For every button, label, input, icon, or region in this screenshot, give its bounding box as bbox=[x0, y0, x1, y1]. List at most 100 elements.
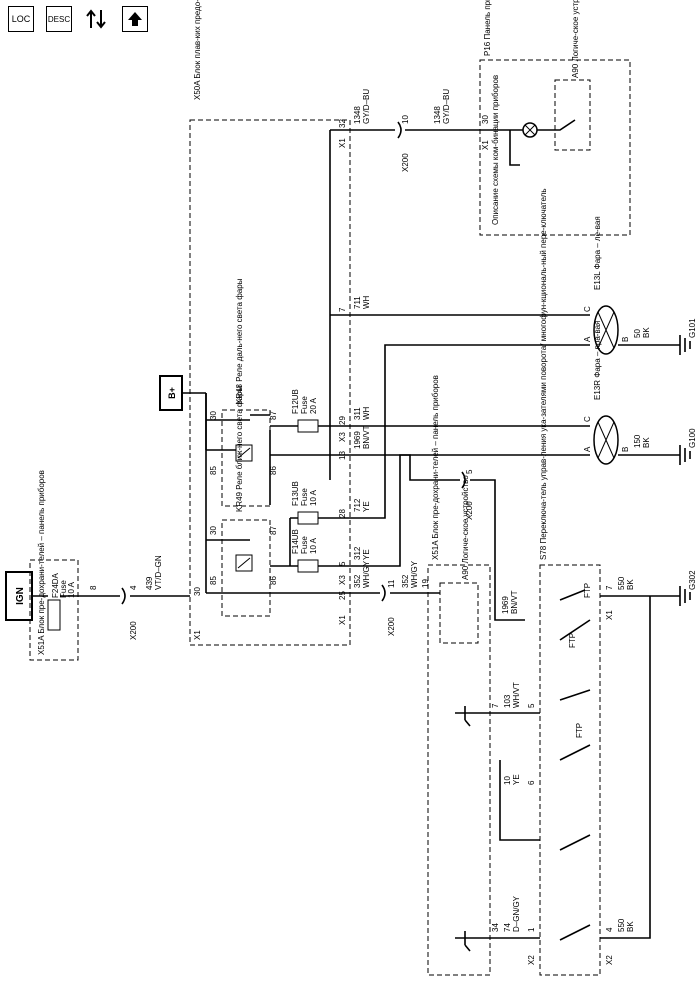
w439-num: 439 bbox=[145, 576, 154, 590]
w550-col-b: BK bbox=[626, 921, 635, 932]
kr48-switch bbox=[250, 414, 271, 505]
bus-left bbox=[205, 393, 250, 593]
ftp-label-1: FTP bbox=[583, 583, 592, 598]
pin-34: 34 bbox=[491, 923, 500, 932]
pin-32: 32 bbox=[338, 119, 347, 128]
conn-x200-c: X200 bbox=[465, 501, 474, 520]
w74-col: D–GN/GY bbox=[512, 895, 521, 932]
f12ub-amp: 20 A bbox=[309, 397, 318, 414]
s78-switch-contacts: FTP FTP FTP bbox=[559, 583, 592, 941]
pin-30-left: 30 bbox=[193, 587, 202, 596]
e13r-pin-a: A bbox=[583, 446, 592, 452]
kr48-title: KR48 Реле даль-него света фары bbox=[235, 278, 244, 404]
pin-5: 5 bbox=[338, 561, 347, 566]
x51a-top-box bbox=[29, 559, 79, 661]
arrows-up-down-icon[interactable] bbox=[84, 6, 110, 32]
f12ub-name: F12UB bbox=[291, 389, 300, 414]
pin-25: 25 bbox=[338, 591, 347, 600]
arrow-up-icon[interactable] bbox=[122, 6, 148, 32]
pin-7-top: 7 bbox=[338, 307, 347, 312]
w150-num: 150 bbox=[633, 434, 642, 448]
wire-ref bbox=[509, 130, 520, 166]
w352-num-b: 352 bbox=[401, 574, 410, 588]
indicator-x bbox=[524, 124, 536, 136]
ground-g302-icon bbox=[679, 586, 691, 606]
fuse-f24da-name: F24DA bbox=[51, 572, 60, 598]
conn-x1-s78: X1 bbox=[605, 610, 614, 620]
w1969-num-a: 1969 bbox=[353, 431, 362, 449]
x50a-box bbox=[189, 119, 351, 646]
p16-box bbox=[479, 59, 631, 236]
ground-g100-icon bbox=[679, 445, 691, 465]
conn-x2-right: X2 bbox=[605, 955, 614, 965]
w1969-num-b: 1969 bbox=[501, 596, 510, 614]
kr49-title: KR49 Реле ближ-него света фары bbox=[235, 386, 244, 512]
location-icon[interactable]: LOC bbox=[8, 6, 34, 32]
wire-1969-a bbox=[355, 454, 460, 481]
w1348-col-b: GY/D–BU bbox=[442, 89, 451, 124]
conn-x1-bottom: X1 bbox=[338, 615, 347, 625]
w439-col: VT/D–GN bbox=[154, 555, 163, 590]
conn-x1-p16: X1 bbox=[481, 140, 490, 150]
f13ub-label: Fuse bbox=[300, 488, 309, 506]
w711-col: WH bbox=[362, 295, 371, 309]
conn-x1-top: X1 bbox=[338, 138, 347, 148]
pin-1: 1 bbox=[527, 927, 536, 932]
lamp-e13r-label: E13R Фара – пра-вая bbox=[593, 321, 602, 400]
kr48-pin-86: 86 bbox=[269, 466, 278, 475]
w352-col-b: WH/GY bbox=[410, 560, 419, 588]
ground-switch-1-icon bbox=[455, 706, 472, 727]
g100-label: G100 bbox=[688, 428, 697, 448]
pin-5-s78: 5 bbox=[527, 703, 536, 708]
wire-312 bbox=[355, 454, 590, 567]
w50-col: BK bbox=[642, 327, 651, 338]
w352-num-a: 352 bbox=[353, 574, 362, 588]
description-icon[interactable]: DESC bbox=[46, 6, 72, 32]
pin-13: 13 bbox=[338, 451, 347, 460]
ground-g101-icon bbox=[679, 335, 691, 355]
lamp-e13l-label: E13L Фара – ле-вая bbox=[593, 216, 602, 290]
kr49-pin-85: 85 bbox=[209, 576, 218, 585]
p16-a90-box bbox=[554, 79, 591, 151]
wire-712 bbox=[355, 344, 590, 519]
conn-x3-b: X3 bbox=[338, 575, 347, 585]
w550-num-b: 550 bbox=[617, 918, 626, 932]
w10-num: 10 bbox=[503, 776, 512, 785]
p16-title: P16 Панель приборов bbox=[483, 0, 492, 56]
w312-num: 312 bbox=[353, 546, 362, 560]
ftp-label-2: FTP bbox=[568, 633, 577, 648]
f13ub-name: F13UB bbox=[291, 481, 300, 506]
kr49-pin-87: 87 bbox=[269, 526, 278, 535]
w103-col: WH/VT bbox=[512, 682, 521, 708]
s78-contacts bbox=[559, 589, 591, 941]
e13l-pin-b: B bbox=[621, 337, 630, 342]
kr49-coil-diag bbox=[237, 557, 251, 569]
x51a-bottom-box bbox=[427, 564, 491, 976]
f14ub-name: F14UB bbox=[291, 529, 300, 554]
g302-label: G302 bbox=[688, 570, 697, 590]
x51a-a90-label: A90 Логиче-ское устройство bbox=[461, 475, 470, 580]
x51a-a90-box bbox=[439, 582, 479, 644]
kr49-pin-86: 86 bbox=[269, 576, 278, 585]
kr48-coil-diag bbox=[237, 447, 251, 459]
ign-label: IGN bbox=[15, 587, 26, 605]
kr48-pin-87: 87 bbox=[269, 411, 278, 420]
w1348-num-b: 1348 bbox=[433, 106, 442, 124]
pin-28: 28 bbox=[338, 509, 347, 518]
fuse-f13ub bbox=[297, 511, 319, 525]
w1348-col-a: GY/D–BU bbox=[362, 89, 371, 124]
conn-x200-d: X200 bbox=[387, 617, 396, 636]
pin-4: 4 bbox=[129, 585, 138, 590]
w103-num: 103 bbox=[503, 694, 512, 708]
connector-x200-2 bbox=[397, 121, 402, 139]
conn-x2-left: X2 bbox=[527, 955, 536, 965]
kr48-pin-85: 85 bbox=[209, 466, 218, 475]
pin-4-s78: 4 bbox=[605, 927, 614, 932]
f12ub-label: Fuse bbox=[300, 396, 309, 414]
lamp-e13r-x bbox=[597, 421, 615, 459]
e13l-pin-c: C bbox=[583, 306, 592, 312]
conn-x200-a: X200 bbox=[129, 621, 138, 640]
w711-num: 711 bbox=[353, 296, 362, 309]
ftp-label-3: FTP bbox=[575, 723, 584, 738]
conn-x1-left: X1 bbox=[193, 630, 202, 640]
